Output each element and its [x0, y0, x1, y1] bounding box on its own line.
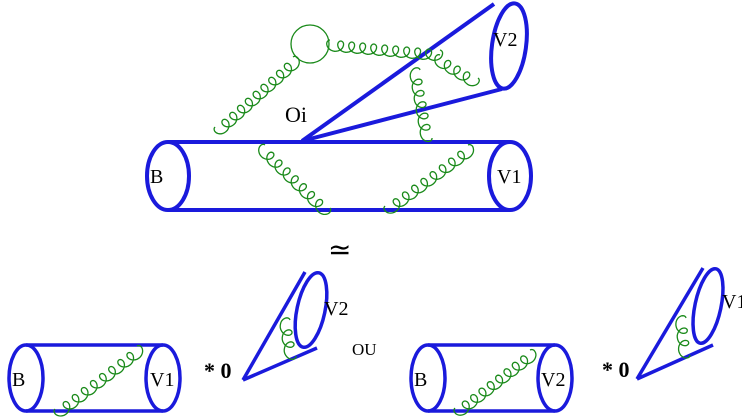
gluon-cone-inner	[434, 54, 480, 87]
gluon-tube-right	[383, 143, 475, 214]
equiv-symbol: ≃	[328, 235, 351, 266]
gluon-loop	[290, 24, 330, 64]
bottom-left-times: * 0	[204, 358, 232, 383]
bottom-left-cone	[241, 270, 329, 382]
bottom-right-cone-gluon	[675, 315, 691, 359]
top-label-v2: V2	[493, 29, 517, 51]
top-gluons	[213, 24, 480, 216]
bottom-left-label-v1: V1	[150, 369, 174, 391]
bottom-right-label-v2: V2	[541, 369, 565, 391]
bottom-right-times: * 0	[602, 357, 630, 382]
gluon-bubble-right	[326, 39, 444, 61]
top-label-b: B	[150, 166, 163, 188]
bottom-left-tube	[7, 343, 182, 413]
bottom-right-label-v1: V1	[722, 291, 742, 313]
top-meson-tube	[145, 140, 533, 212]
bottom-left-cone-gluon	[279, 317, 297, 360]
top-diagram: B V1 V2 Oi	[145, 1, 533, 216]
bottom-left-label-b: B	[12, 369, 25, 391]
or-word: OU	[352, 340, 377, 359]
gluon-cone-tube	[409, 67, 433, 143]
bottom-right-label-b: B	[414, 369, 427, 391]
bottom-right-tube	[409, 343, 574, 413]
bottom-right-cone	[635, 266, 725, 381]
top-emitted-cone	[300, 1, 529, 143]
top-vertex-label: Oi	[285, 102, 307, 127]
bottom-right-tube-gluon	[453, 348, 537, 416]
gluon-tube-left	[258, 143, 332, 216]
bottom-left-tube-gluon	[53, 344, 144, 417]
top-label-v1: V1	[497, 166, 521, 188]
gluon-bubble-left	[213, 55, 300, 135]
bottom-left-diagram: B V1 * 0 V2	[7, 270, 348, 417]
bottom-right-diagram: B V2 * 0 V1	[409, 266, 742, 416]
bottom-left-label-v2: V2	[324, 298, 348, 320]
